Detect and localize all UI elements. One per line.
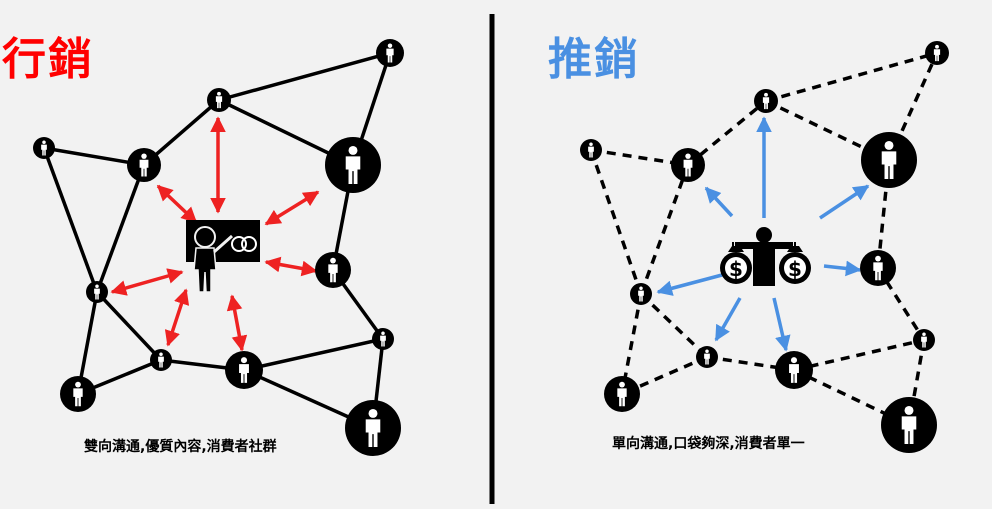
network-link <box>793 368 910 427</box>
person-node-icon <box>860 250 896 286</box>
person-node-icon <box>150 349 172 371</box>
network-link <box>639 292 709 359</box>
network-link <box>765 51 938 103</box>
two-way-arrow <box>264 190 320 226</box>
two-way-arrow <box>164 288 190 347</box>
two-way-arrow <box>226 294 248 352</box>
one-way-arrow <box>819 184 870 220</box>
person-node-icon <box>33 137 55 159</box>
person-node-icon <box>775 351 813 389</box>
svg-text:$: $ <box>788 257 802 281</box>
two-way-arrow <box>264 256 318 277</box>
arrows <box>110 116 870 352</box>
marketing-title: 行銷 <box>2 34 94 85</box>
marketing-caption: 雙向溝通,優質內容,消費者社群 <box>84 439 277 455</box>
person-node-icon <box>630 283 652 305</box>
selling-caption: 單向溝通,口袋夠深,消費者單一 <box>612 436 805 452</box>
network-link <box>95 164 146 293</box>
one-way-arrow <box>656 273 723 296</box>
person-node-icon <box>376 39 404 67</box>
network-link <box>42 147 99 293</box>
network-link <box>793 338 925 372</box>
network-link <box>639 164 690 295</box>
person-node-icon <box>345 400 401 456</box>
person-node-icon <box>913 329 935 351</box>
selling-title: 推銷 <box>548 34 640 85</box>
person-node-icon <box>925 41 949 65</box>
two-way-arrow <box>110 268 184 296</box>
person-node-icon <box>580 139 602 161</box>
person-node-icon <box>127 148 161 182</box>
network-nodes <box>33 39 949 456</box>
one-way-arrow <box>714 297 742 342</box>
network-link <box>876 267 926 341</box>
svg-text:$: $ <box>729 257 743 281</box>
teacher-at-board-icon <box>186 220 260 293</box>
person-node-icon <box>86 281 108 303</box>
person-node-icon <box>325 137 381 193</box>
person-node-icon <box>881 397 937 453</box>
one-way-arrow <box>704 186 734 218</box>
person-node-icon <box>207 88 231 112</box>
person-node-icon <box>754 89 778 113</box>
person-node-icon <box>604 376 640 412</box>
person-node-icon <box>60 376 96 412</box>
person-node-icon <box>671 148 705 182</box>
person-node-icon <box>696 346 718 368</box>
one-way-arrow <box>772 297 791 352</box>
network-link <box>95 290 163 362</box>
two-way-arrow <box>156 184 198 224</box>
one-way-arrow <box>823 260 862 277</box>
person-node-icon <box>225 351 263 389</box>
person-holding-money-bags-icon: $ $ <box>720 227 811 286</box>
person-node-icon <box>315 252 351 288</box>
network-link <box>589 149 643 295</box>
network-link <box>218 51 391 102</box>
person-node-icon <box>861 132 917 188</box>
network-link <box>243 337 384 372</box>
person-node-icon <box>372 328 394 350</box>
